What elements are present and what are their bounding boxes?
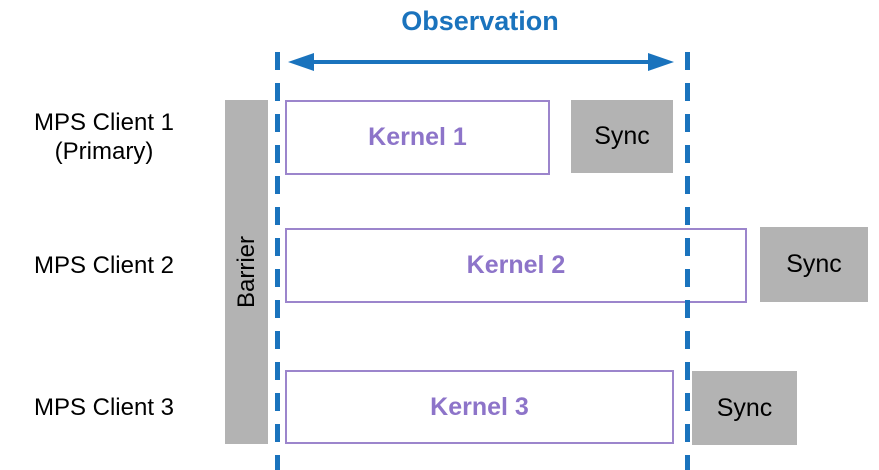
observation-title: Observation <box>401 6 559 36</box>
kernel-1-box: Kernel 1 <box>285 100 550 175</box>
observation-start-dashed-line <box>275 52 280 470</box>
client-3-label: MPS Client 3 <box>0 370 208 444</box>
sync-1-box: Sync <box>571 100 673 173</box>
client-1-subtitle: (Primary) <box>54 138 154 165</box>
kernel-1-label: Kernel 1 <box>368 123 467 151</box>
kernel-3-box: Kernel 3 <box>285 370 674 444</box>
client-2-label: MPS Client 2 <box>0 228 208 303</box>
kernel-2-box: Kernel 2 <box>285 228 747 303</box>
client-2-name: MPS Client 2 <box>33 252 175 279</box>
double-arrow-icon <box>288 53 674 71</box>
client-3-name: MPS Client 3 <box>33 393 175 421</box>
sync-2-label: Sync <box>786 250 842 278</box>
observation-end-dashed-line <box>685 52 690 470</box>
client-1-label: MPS Client 1 (Primary) <box>0 98 208 176</box>
barrier-label: Barrier <box>232 235 260 308</box>
kernel-2-label: Kernel 2 <box>466 251 566 279</box>
sync-1-label: Sync <box>594 122 650 150</box>
sync-3-label: Sync <box>716 393 773 422</box>
kernel-3-label: Kernel 3 <box>430 392 529 421</box>
sync-3-box: Sync <box>692 371 797 445</box>
barrier-bar: Barrier <box>225 100 268 444</box>
client-1-name: MPS Client 1 <box>33 109 175 136</box>
sync-2-box: Sync <box>760 227 868 302</box>
